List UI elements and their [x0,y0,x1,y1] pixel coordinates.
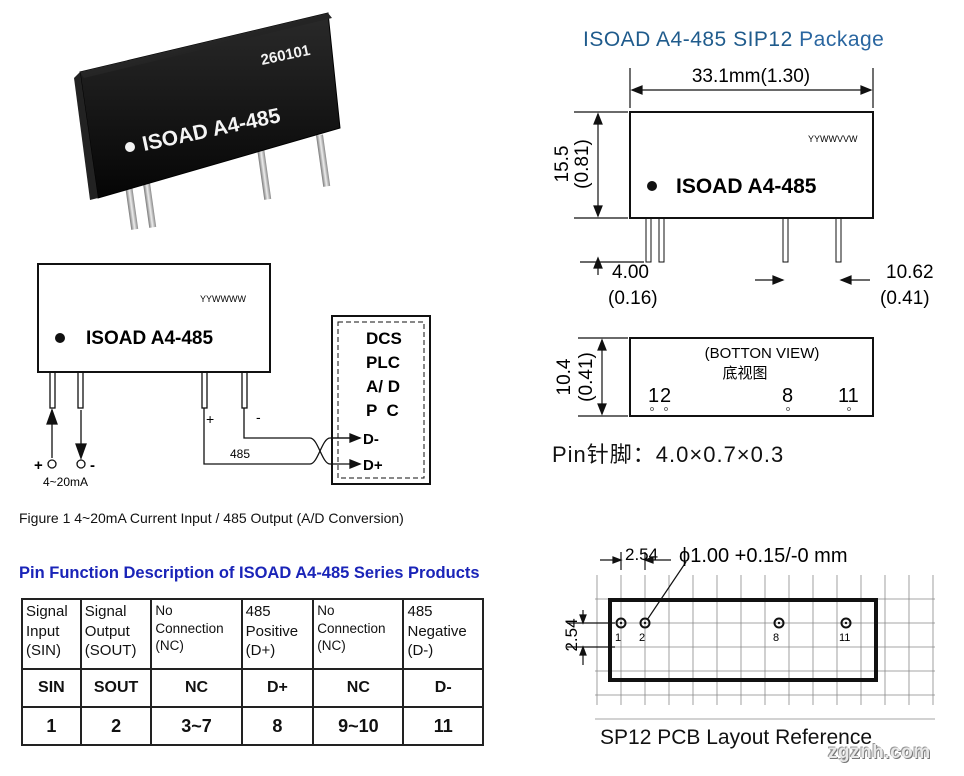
input-minus: - [90,457,95,474]
code-cell: D- [402,668,484,708]
pin-table-heading: Pin Function Description of ISOAD A4-485… [19,564,480,582]
site-watermark: zgznh.com [828,742,931,763]
table-row-pin-number: 1 2 3~7 8 9~10 11 [21,706,484,746]
pin-gap-in: (0.41) [880,288,930,309]
out-plus-sign: + [206,411,214,427]
pcb-layout-drawing: 2.54 ϕ1.00 +0.15/-0 mm 2.54 1 2 8 11 [562,545,935,720]
host-d-minus: D- [363,431,379,448]
pcb-pin-8: 8 [773,632,779,644]
circuit-dot-marker [55,333,65,343]
code-cell: D+ [240,668,315,708]
bottom-view-title-cn: 底视图 [722,365,767,382]
input-range: 4~20mA [43,475,88,489]
bottom-pin-2: 2 [660,385,671,407]
input-plus: + [34,457,43,474]
bottom-pin-11: 11 [838,385,859,407]
pcb-pitch-vertical: 2.54 [562,618,581,651]
pin-length-mm: 4.00 [612,262,649,283]
code-cell: NC [312,668,405,708]
code-cell: NC [150,668,243,708]
bottom-pin-8: 8 [782,385,793,407]
circuit-module-name: ISOAD A4-485 [86,328,213,349]
pcb-pin-2: 2 [639,632,645,644]
pcb-pin-1: 1 [615,632,621,644]
module-photo: ISOAD A4-485 260101 [74,12,341,230]
code-cell: SIN [21,668,82,708]
host-line-1: DCS [366,329,402,348]
code-cell: SOUT [79,668,153,708]
host-line-3: A/ D [366,377,400,396]
pin-cell: 8 [240,706,315,746]
pin-cell: 9~10 [312,706,405,746]
pcb-outline [608,598,878,682]
host-line-2: PLC [366,353,400,372]
package-title-main: ISOAD A4-485 SIP12 [583,28,793,51]
bottom-view-title: (BOTTON VIEW) [705,345,820,362]
bottom-view-drawing: 10.4 (0.41) (BOTTON VIEW) 底视图 1 2 8 11 [554,337,874,417]
package-height-in: (0.81) [572,139,593,189]
pin-gap-mm: 10.62 [886,262,934,283]
package-title: ISOAD A4-485 SIP12 Package [583,28,884,52]
package-width-label: 33.1mm(1.30) [692,66,810,87]
host-d-plus: D+ [363,457,383,474]
pin-cell: 11 [402,706,484,746]
out-minus-sign: - [256,409,261,425]
package-module-name: ISOAD A4-485 [676,175,817,198]
pin-spec: Pin针脚：4.0×0.7×0.3 [552,442,785,467]
package-dot-marker [647,181,657,191]
pcb-pitch-horizontal: 2.54 [625,545,658,564]
bottom-height-mm: 10.4 [554,358,575,395]
bottom-pin-1: 1 [648,385,659,407]
figure-caption: Figure 1 4~20mA Current Input / 485 Outp… [19,510,404,526]
pcb-caption: SP12 PCB Layout Reference [600,726,872,749]
pcb-pin-11: 11 [839,632,850,644]
application-circuit: YYWWWW ISOAD A4-485 + - 485 + - 4~20mA D… [34,263,431,489]
package-yyww-mark: YYWWVVW [808,134,858,144]
pin-cell: 3~7 [150,706,243,746]
package-height-mm: 15.5 [552,146,573,183]
pcb-grid [595,575,935,720]
bottom-height-in: (0.41) [576,352,597,402]
pcb-holes [615,617,852,629]
pin-cell: 1 [21,706,82,746]
module-pins [124,134,331,230]
pin-length-in: (0.16) [608,288,658,309]
host-line-4: P C [366,401,399,420]
pin-cell: 2 [79,706,153,746]
package-drawing: 33.1mm(1.30) 15.5 (0.81) YYWWVVW ISOAD A… [552,66,934,309]
package-title-suffix: Package [799,28,885,51]
module-dot-marker [125,142,135,152]
pcb-hole-spec: ϕ1.00 +0.15/-0 mm [679,545,848,567]
circuit-yyww-mark: YYWWWW [200,294,246,304]
bus-485-label: 485 [230,447,250,461]
table-row-code: SIN SOUT NC D+ NC D- [21,668,484,708]
